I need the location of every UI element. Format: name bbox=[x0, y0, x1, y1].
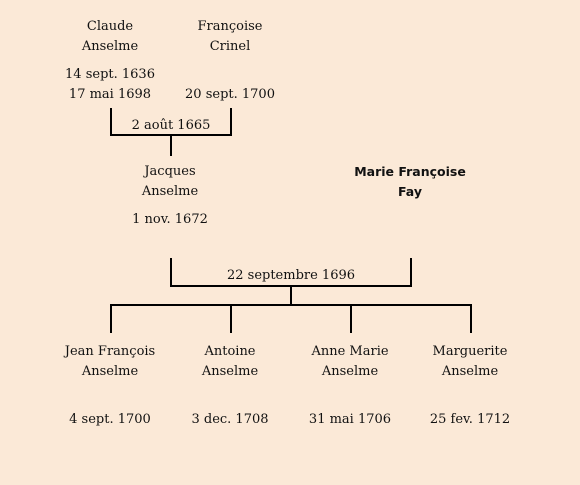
person-claude[interactable]: Claude Anselme 14 sept. 1636 17 mai 1698 bbox=[40, 17, 180, 105]
person-surname: Crinel bbox=[209, 39, 251, 54]
person-francoise[interactable]: Françoise Crinel 20 sept. 1700 bbox=[160, 17, 300, 105]
person-birth-date: 4 sept. 1700 bbox=[69, 412, 151, 427]
person-marguerite[interactable]: Marguerite Anselme 25 fev. 1712 bbox=[400, 342, 540, 430]
person-first-name: Jacques bbox=[144, 164, 196, 179]
person-surname: Fay bbox=[397, 184, 422, 199]
person-first-name: Françoise bbox=[197, 19, 263, 34]
person-first-name: Anne Marie bbox=[311, 344, 389, 359]
person-surname: Anselme bbox=[81, 39, 139, 54]
person-anne-marie[interactable]: Anne Marie Anselme 31 mai 1706 bbox=[280, 342, 420, 430]
person-surname: Anselme bbox=[321, 364, 379, 379]
person-jacques[interactable]: Jacques Anselme 1 nov. 1672 bbox=[100, 162, 240, 230]
person-first-name: Marguerite bbox=[432, 344, 508, 359]
person-birth-date: 3 dec. 1708 bbox=[191, 412, 269, 427]
person-birth-date: 14 sept. 1636 bbox=[65, 67, 155, 82]
marriage-date-1: 2 août 1665 bbox=[131, 118, 211, 133]
person-surname: Anselme bbox=[141, 184, 199, 199]
person-first-name: Antoine bbox=[204, 344, 256, 359]
person-antoine[interactable]: Antoine Anselme 3 dec. 1708 bbox=[160, 342, 300, 430]
person-first-name: Marie Françoise bbox=[354, 164, 466, 179]
person-death-date: 20 sept. 1700 bbox=[185, 87, 275, 102]
person-marie-francoise[interactable]: Marie Françoise Fay bbox=[340, 162, 480, 202]
person-jean-francois[interactable]: Jean François Anselme 4 sept. 1700 bbox=[40, 342, 180, 430]
person-birth-date: 25 fev. 1712 bbox=[429, 412, 511, 427]
person-first-name: Jean François bbox=[64, 344, 156, 359]
person-surname: Anselme bbox=[201, 364, 259, 379]
person-first-name: Claude bbox=[86, 19, 134, 34]
person-surname: Anselme bbox=[81, 364, 139, 379]
person-birth-date: 1 nov. 1672 bbox=[132, 212, 208, 227]
person-surname: Anselme bbox=[441, 364, 499, 379]
person-death-date: 17 mai 1698 bbox=[68, 87, 152, 102]
person-birth-date bbox=[160, 65, 300, 85]
person-birth-date: 31 mai 1706 bbox=[308, 412, 392, 427]
marriage-date-2: 22 septembre 1696 bbox=[226, 268, 356, 283]
